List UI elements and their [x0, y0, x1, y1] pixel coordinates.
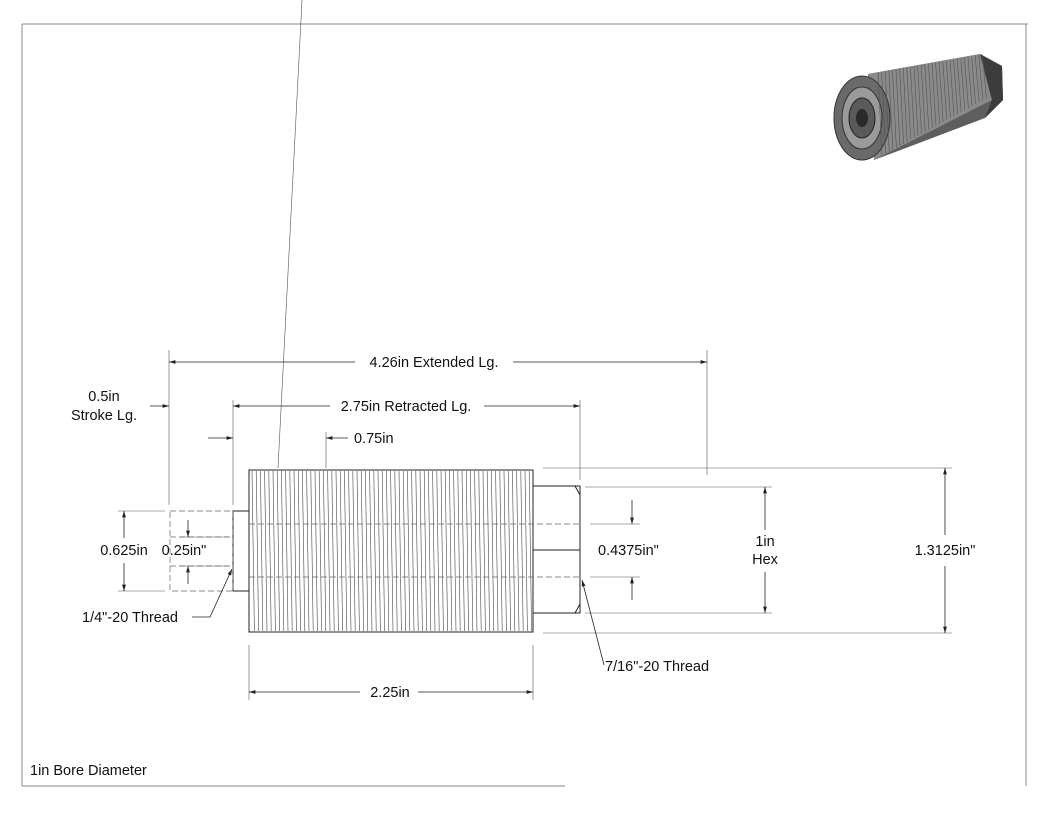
body-thread-lines — [251, 470, 532, 632]
dim-13125: 1.3125in" — [543, 467, 976, 634]
label-thread-large: 7/16"-20 Thread — [605, 659, 709, 675]
small-stud — [232, 510, 250, 592]
dim-225: 2.25in — [248, 645, 534, 701]
label-13125: 1.3125in" — [915, 543, 976, 559]
dim-extended-length: 4.26in Extended Lg. — [168, 350, 708, 505]
label-075: 0.75in — [354, 431, 394, 447]
shock-absorber-side-view — [169, 469, 581, 633]
label-04375: 0.4375in" — [598, 543, 659, 559]
extended-rod-phantom — [169, 510, 234, 592]
footer-bore-diameter: 1in Bore Diameter — [30, 763, 147, 779]
label-225: 2.25in — [370, 685, 410, 701]
dim-stroke-length: 0.5in Stroke Lg. — [71, 389, 234, 505]
label-hex-value: 1in — [755, 534, 774, 550]
isometric-view — [833, 54, 1003, 161]
callout-small-thread: 1/4"-20 Thread — [82, 568, 233, 626]
sheet-border — [21, 23, 1028, 787]
label-025: 0.25in" — [162, 543, 207, 559]
label-stroke-name: Stroke Lg. — [71, 408, 137, 424]
leader-line — [277, 0, 303, 469]
label-retracted: 2.75in Retracted Lg. — [341, 399, 472, 415]
dim-retracted-length: 2.75in Retracted Lg. — [233, 399, 581, 480]
label-extended: 4.26in Extended Lg. — [370, 355, 499, 371]
threaded-body — [248, 469, 534, 633]
label-hex-name: Hex — [752, 552, 779, 568]
dim-075: 0.75in — [325, 431, 394, 468]
label-thread-small: 1/4"-20 Thread — [82, 610, 178, 626]
label-stroke-value: 0.5in — [88, 389, 119, 405]
callout-large-thread: 7/16"-20 Thread — [581, 579, 709, 675]
label-0625: 0.625in — [100, 543, 148, 559]
dim-04375: 0.4375in" — [590, 500, 659, 600]
dim-left-diameters: 0.625in 0.25in" — [100, 510, 228, 592]
dim-hex: 1in Hex — [585, 486, 779, 614]
